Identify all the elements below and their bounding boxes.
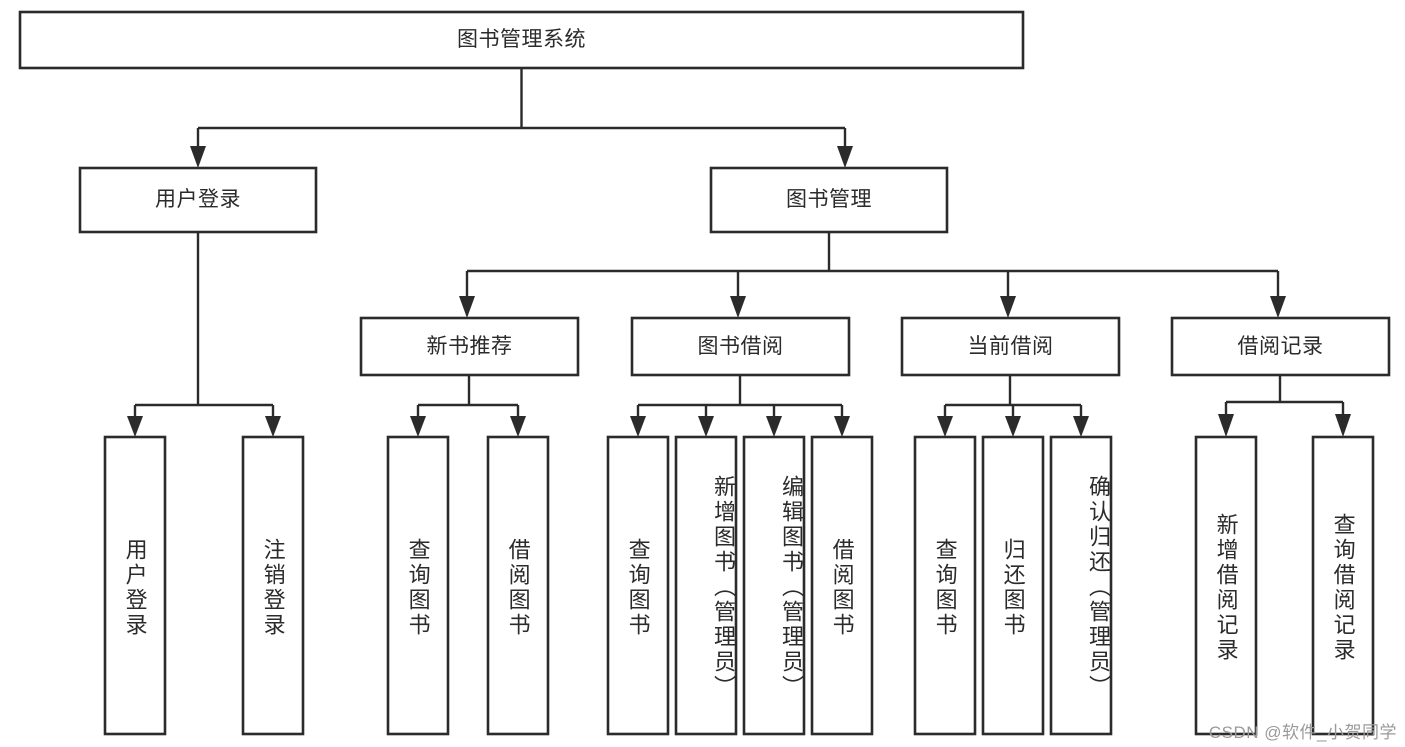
arrowhead-borrow-record: [1270, 296, 1286, 318]
arrowhead-leaf-query-book-3: [937, 416, 953, 437]
node-leaf-borrow-book-1[interactable]: [486, 435, 550, 736]
node-leaf-add-borrow-record[interactable]: [1194, 435, 1258, 736]
arrowhead-leaf-borrow-book-2: [834, 416, 850, 437]
node-leaf-query-book-3[interactable]: [913, 435, 977, 736]
arrowhead-leaf-user-login: [127, 416, 143, 437]
arrowhead-user-login: [190, 146, 206, 168]
arrowhead-leaf-add-borrow-record: [1218, 414, 1234, 437]
node-borrow-record[interactable]: [1170, 316, 1391, 377]
arrowhead-leaf-edit-book-admin: [766, 416, 782, 437]
node-leaf-edit-book-admin[interactable]: [742, 435, 806, 736]
watermark-text: CSDN @软件_小贺同学: [1208, 723, 1397, 742]
arrowhead-book-borrow: [730, 296, 746, 318]
node-leaf-query-book-2[interactable]: [606, 435, 670, 736]
arrowhead-current-borrow: [1000, 296, 1016, 318]
arrowhead-leaf-query-borrow-record: [1335, 414, 1351, 437]
node-book-manage[interactable]: [709, 166, 949, 234]
arrowhead-leaf-query-book-2: [630, 416, 646, 437]
node-leaf-logout-login[interactable]: [241, 435, 305, 736]
arrowhead-leaf-logout-login: [265, 416, 281, 437]
node-leaf-borrow-book-2[interactable]: [810, 435, 874, 736]
arrowhead-leaf-borrow-book-1: [510, 416, 526, 437]
node-new-book-recommend[interactable]: [359, 316, 580, 377]
connectors-layer: [127, 68, 1351, 437]
arrowhead-new-book-recommend: [459, 296, 475, 318]
arrowhead-book-manage: [837, 146, 853, 168]
node-book-borrow[interactable]: [630, 316, 851, 377]
arrowhead-leaf-query-book-1: [410, 416, 426, 437]
node-leaf-add-book-admin[interactable]: [674, 435, 738, 736]
nodes-layer: [18, 10, 1391, 736]
node-leaf-query-borrow-record[interactable]: [1311, 435, 1375, 736]
node-leaf-return-book[interactable]: [981, 435, 1045, 736]
node-root[interactable]: [18, 10, 1025, 70]
node-leaf-query-book-1[interactable]: [386, 435, 450, 736]
node-leaf-confirm-return-admin[interactable]: [1049, 435, 1113, 736]
node-leaf-user-login[interactable]: [103, 435, 167, 736]
node-current-borrow[interactable]: [900, 316, 1121, 377]
node-user-login[interactable]: [78, 166, 318, 234]
arrowhead-leaf-confirm-return-admin: [1073, 416, 1089, 437]
arrowhead-leaf-return-book: [1005, 416, 1021, 437]
arrowhead-leaf-add-book-admin: [698, 416, 714, 437]
